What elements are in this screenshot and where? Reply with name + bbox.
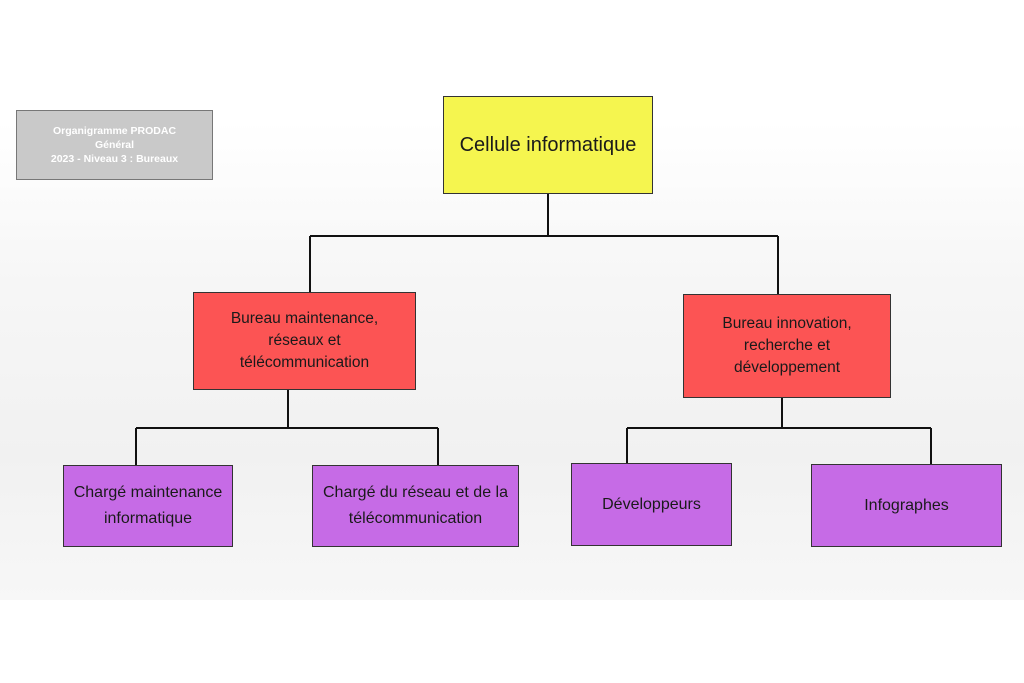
node-developpeurs: Développeurs — [571, 463, 732, 546]
node-label: Infographes — [864, 496, 949, 514]
node-label: Chargé maintenance informatique — [73, 484, 223, 527]
node-infographes: Infographes — [811, 464, 1002, 547]
node-label: Chargé du réseau et de la télécommunicat… — [322, 484, 508, 527]
node-label: Bureau maintenance, réseaux et télécommu… — [230, 310, 379, 371]
node-label: Bureau innovation, recherche et développ… — [722, 315, 852, 376]
node-charge-maintenance: Chargé maintenance informatique — [63, 465, 233, 547]
org-chart-legend: Organigramme PRODAC Général 2023 - Nivea… — [16, 110, 213, 180]
legend-subtitle: Général — [94, 139, 135, 151]
legend-level: 2023 - Niveau 3 : Bureaux — [50, 153, 179, 165]
legend-title: Organigramme PRODAC — [52, 125, 177, 137]
node-charge-reseau: Chargé du réseau et de la télécommunicat… — [312, 465, 519, 547]
node-label: Cellule informatique — [459, 134, 637, 156]
node-bureau-maintenance: Bureau maintenance, réseaux et télécommu… — [193, 292, 416, 390]
node-bureau-innovation: Bureau innovation, recherche et développ… — [683, 294, 891, 398]
node-label: Développeurs — [602, 495, 701, 513]
node-cellule-informatique: Cellule informatique — [443, 96, 653, 194]
